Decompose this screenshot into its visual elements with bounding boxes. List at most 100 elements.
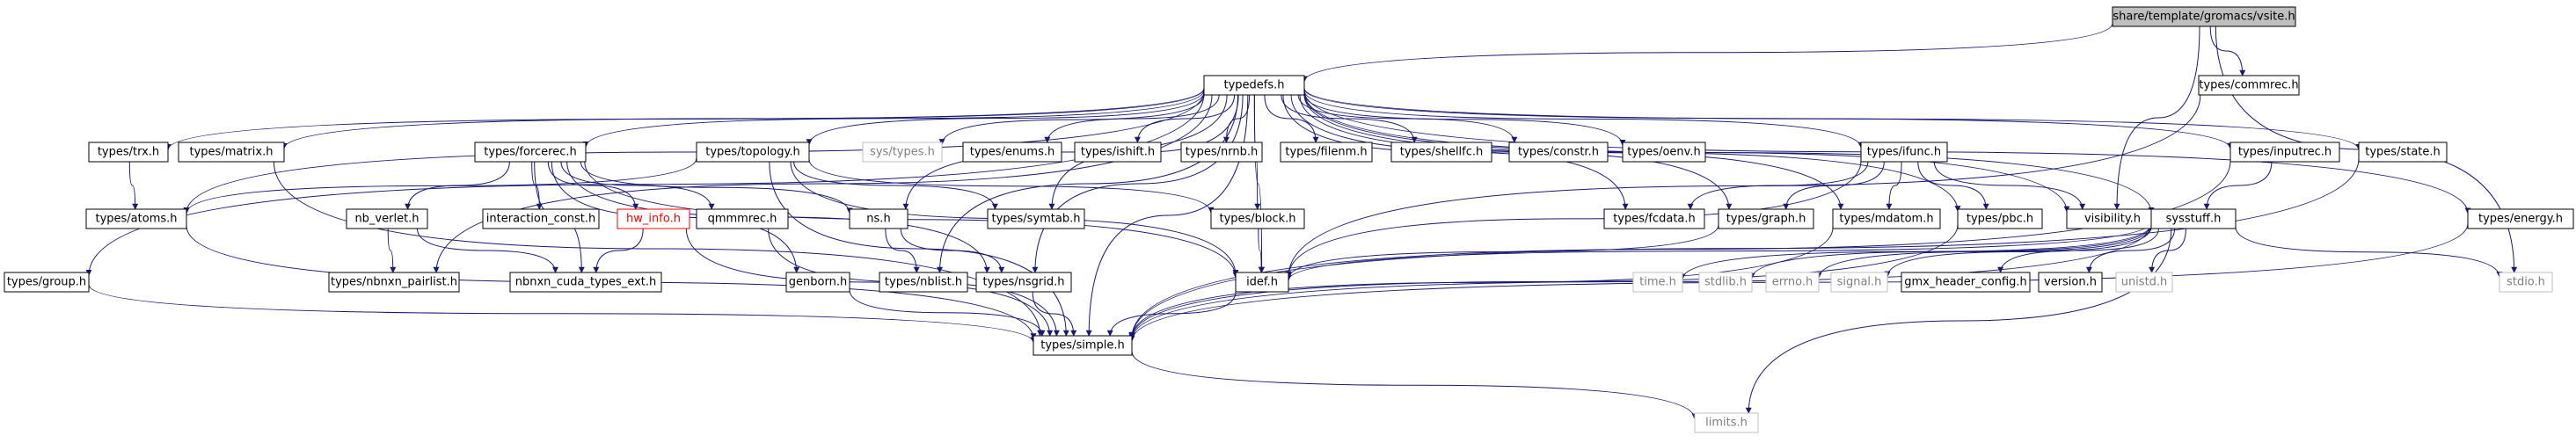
node-nsgrid[interactable]: types/nsgrid.h — [975, 272, 1072, 293]
node-forcerec[interactable]: types/forcerec.h — [474, 142, 587, 163]
node-box-ifunc[interactable] — [1860, 142, 1948, 163]
node-box-idef[interactable] — [1235, 272, 1289, 293]
node-stdio[interactable]: stdio.h — [2499, 272, 2553, 293]
node-errno[interactable]: errno.h — [1765, 272, 1820, 293]
node-typedefs[interactable]: typedefs.h — [1203, 75, 1305, 96]
node-fcdata[interactable]: types/fcdata.h — [1603, 208, 1705, 229]
node-box-trx[interactable] — [88, 142, 169, 163]
node-topology[interactable]: types/topology.h — [696, 142, 810, 163]
node-box-interaction[interactable] — [482, 208, 600, 229]
node-box-nbverlet[interactable] — [346, 208, 428, 229]
node-box-limits[interactable] — [1694, 412, 1759, 433]
node-box-fcdata[interactable] — [1603, 208, 1705, 229]
node-mdatom[interactable]: types/mdatom.h — [1832, 208, 1941, 229]
node-box-constr[interactable] — [1508, 142, 1609, 163]
node-pbc[interactable]: types/pbc.h — [1957, 208, 2043, 229]
node-hwinfo[interactable]: hw_info.h — [617, 208, 690, 229]
node-box-topology[interactable] — [696, 142, 810, 163]
node-gmxheader[interactable]: gmx_header_config.h — [1901, 272, 2031, 293]
node-box-ishift[interactable] — [1074, 142, 1162, 163]
node-state[interactable]: types/state.h — [2358, 142, 2448, 163]
node-box-vsite[interactable] — [2112, 6, 2296, 27]
node-systypes[interactable]: sys/types.h — [862, 142, 943, 163]
edge-simple-to-limits — [1131, 351, 1698, 420]
node-ns[interactable]: ns.h — [849, 208, 909, 229]
node-box-inputrec[interactable] — [2229, 142, 2340, 163]
node-box-symtab[interactable] — [987, 208, 1085, 229]
node-box-simple[interactable] — [1033, 335, 1133, 356]
node-box-signal[interactable] — [1830, 272, 1888, 293]
node-box-nblist[interactable] — [879, 272, 968, 293]
node-box-shellfc[interactable] — [1390, 142, 1492, 163]
node-box-group[interactable] — [4, 272, 90, 293]
node-simple[interactable]: types/simple.h — [1033, 335, 1133, 356]
node-box-systypes[interactable] — [862, 142, 943, 163]
node-box-enums[interactable] — [962, 142, 1062, 163]
node-shellfc[interactable]: types/shellfc.h — [1390, 142, 1492, 163]
node-filenm[interactable]: types/filenm.h — [1280, 142, 1373, 163]
node-nblist[interactable]: types/nblist.h — [879, 272, 968, 293]
node-nbnxncuda[interactable]: nbnxn_cuda_types_ext.h — [509, 272, 662, 293]
node-box-nbnxnpair[interactable] — [328, 272, 460, 293]
node-box-oenv[interactable] — [1622, 142, 1706, 163]
node-vsite[interactable]: share/template/gromacs/vsite.h — [2112, 6, 2296, 27]
node-timeh[interactable]: time.h — [1632, 272, 1683, 293]
node-matrix[interactable]: types/matrix.h — [178, 142, 285, 163]
node-qmmmrec[interactable]: qmmmrec.h — [696, 208, 789, 229]
node-block[interactable]: types/block.h — [1210, 208, 1305, 229]
node-commrec[interactable]: types/commrec.h — [2198, 75, 2300, 96]
node-constr[interactable]: types/constr.h — [1508, 142, 1609, 163]
node-atoms[interactable]: types/atoms.h — [85, 208, 187, 229]
node-interaction[interactable]: interaction_const.h — [482, 208, 600, 229]
node-nbnxnpair[interactable]: types/nbnxn_pairlist.h — [328, 272, 460, 293]
node-ishift[interactable]: types/ishift.h — [1074, 142, 1162, 163]
node-box-commrec[interactable] — [2198, 75, 2300, 96]
node-version[interactable]: version.h — [2038, 272, 2103, 293]
node-signal[interactable]: signal.h — [1830, 272, 1888, 293]
node-nrnb[interactable]: types/nrnb.h — [1180, 142, 1263, 163]
node-box-stdlib[interactable] — [1698, 272, 1753, 293]
node-box-sysstuff[interactable] — [2150, 208, 2237, 229]
node-oenv[interactable]: types/oenv.h — [1622, 142, 1706, 163]
node-box-matrix[interactable] — [178, 142, 285, 163]
node-box-qmmmrec[interactable] — [696, 208, 789, 229]
node-enums[interactable]: types/enums.h — [962, 142, 1062, 163]
node-graph[interactable]: types/graph.h — [1718, 208, 1814, 229]
node-box-nbnxncuda[interactable] — [509, 272, 662, 293]
node-box-atoms[interactable] — [85, 208, 187, 229]
node-box-ns[interactable] — [849, 208, 909, 229]
node-box-hwinfo[interactable] — [617, 208, 690, 229]
node-box-genborn[interactable] — [785, 272, 850, 293]
node-ifunc[interactable]: types/ifunc.h — [1860, 142, 1948, 163]
node-box-stdio[interactable] — [2499, 272, 2553, 293]
node-box-mdatom[interactable] — [1832, 208, 1941, 229]
node-box-gmxheader[interactable] — [1901, 272, 2031, 293]
node-trx[interactable]: types/trx.h — [88, 142, 169, 163]
node-visibility[interactable]: visibility.h — [2066, 208, 2159, 229]
node-box-nsgrid[interactable] — [975, 272, 1072, 293]
node-unistd[interactable]: unistd.h — [2115, 272, 2173, 293]
node-box-state[interactable] — [2358, 142, 2448, 163]
node-box-block[interactable] — [1210, 208, 1305, 229]
node-box-filenm[interactable] — [1280, 142, 1373, 163]
node-idef[interactable]: idef.h — [1235, 272, 1289, 293]
node-box-pbc[interactable] — [1957, 208, 2043, 229]
node-symtab[interactable]: types/symtab.h — [987, 208, 1085, 229]
node-box-forcerec[interactable] — [474, 142, 587, 163]
node-box-errno[interactable] — [1765, 272, 1820, 293]
node-stdlib[interactable]: stdlib.h — [1698, 272, 1753, 293]
node-box-version[interactable] — [2038, 272, 2103, 293]
node-box-nrnb[interactable] — [1180, 142, 1263, 163]
node-box-timeh[interactable] — [1632, 272, 1683, 293]
node-limits[interactable]: limits.h — [1694, 412, 1759, 433]
node-box-unistd[interactable] — [2115, 272, 2173, 293]
node-box-typedefs[interactable] — [1203, 75, 1305, 96]
node-inputrec[interactable]: types/inputrec.h — [2229, 142, 2340, 163]
node-group[interactable]: types/group.h — [4, 272, 90, 293]
node-nbverlet[interactable]: nb_verlet.h — [346, 208, 428, 229]
node-genborn[interactable]: genborn.h — [785, 272, 850, 293]
node-energy[interactable]: types/energy.h — [2467, 208, 2574, 229]
node-box-energy[interactable] — [2467, 208, 2574, 229]
node-sysstuff[interactable]: sysstuff.h — [2150, 208, 2237, 229]
node-box-graph[interactable] — [1718, 208, 1814, 229]
